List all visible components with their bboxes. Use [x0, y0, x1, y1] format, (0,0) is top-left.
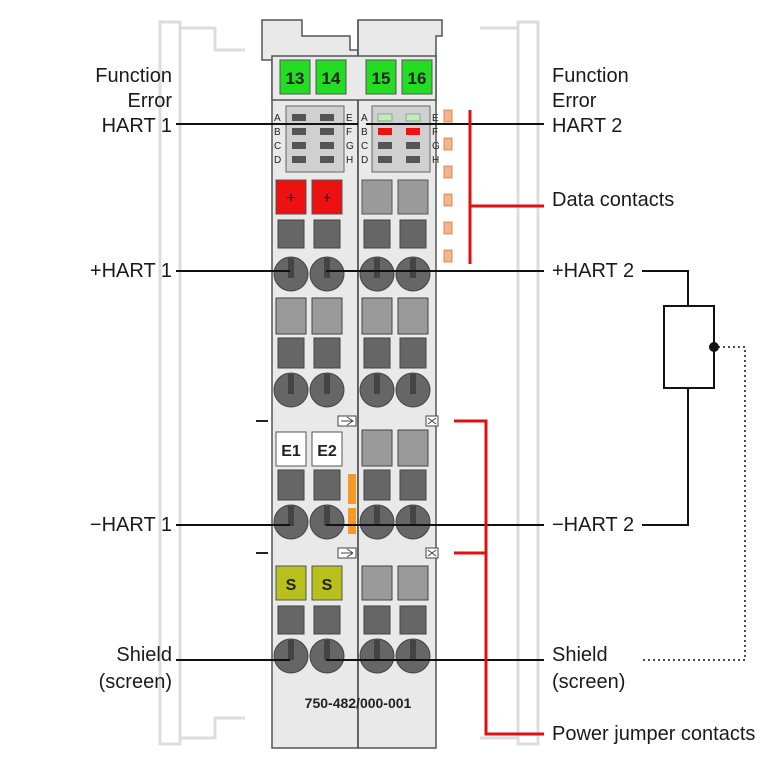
label-left-plus-hart1: +HART 1 — [89, 260, 172, 282]
label-left-error: Error — [127, 90, 172, 112]
shield-dotted-wire — [640, 346, 746, 661]
terminal-14-label: 14 — [322, 69, 341, 88]
svg-text:E: E — [432, 113, 439, 124]
label-left-function: Function — [95, 65, 172, 87]
shield-s-1: S — [286, 577, 297, 594]
power-jumper-bracket — [454, 419, 544, 736]
svg-text:G: G — [432, 141, 440, 152]
led-panel-left — [285, 105, 345, 173]
svg-text:B: B — [361, 127, 368, 138]
e1-label: E1 — [281, 443, 301, 460]
svg-text:C: C — [274, 141, 281, 152]
label-right-error: Error — [552, 90, 597, 112]
svg-text:A: A — [361, 113, 368, 124]
din-rail-outline — [158, 20, 540, 746]
shield-s-2: S — [322, 577, 333, 594]
led-panel-right — [371, 105, 431, 173]
plus-symbol-1: + — [286, 190, 295, 207]
svg-text:C: C — [361, 141, 368, 152]
clamp-slots — [288, 258, 416, 660]
terminal-16-label: 16 — [408, 69, 427, 88]
label-right-shield: Shield — [552, 644, 608, 666]
data-contacts — [443, 109, 453, 263]
label-right-minus-hart2: −HART 2 — [552, 514, 635, 536]
svg-text:F: F — [432, 127, 438, 138]
external-circuit — [642, 270, 719, 526]
callout-lines — [176, 123, 544, 661]
shield-terminals: S S — [275, 565, 343, 601]
power-jumper-strip — [256, 415, 439, 559]
label-right-function: Function — [552, 65, 629, 87]
terminal-15-label: 15 — [372, 69, 391, 88]
svg-text:H: H — [346, 155, 353, 166]
svg-text:A: A — [274, 113, 281, 124]
label-data-contacts: Data contacts — [552, 189, 675, 211]
terminal-number-boxes: 13 14 15 16 — [279, 59, 433, 95]
e2-label: E2 — [317, 443, 337, 460]
svg-text:H: H — [432, 155, 439, 166]
label-left-hart1: HART 1 — [101, 115, 172, 137]
label-left-minus-hart1: −HART 1 — [89, 514, 172, 536]
plus-symbol-2: + — [322, 190, 331, 207]
svg-text:E: E — [346, 113, 353, 124]
part-number: 750-482/000-001 — [305, 695, 412, 711]
terminal-15 — [365, 59, 397, 95]
data-contacts-bracket — [468, 110, 544, 264]
plus-terminals: + + — [275, 179, 429, 215]
label-right-hart2: HART 2 — [552, 115, 623, 137]
terminal-16 — [401, 59, 433, 95]
svg-text:D: D — [361, 155, 368, 166]
label-left-shield: Shield — [116, 644, 172, 666]
label-right-plus-hart2: +HART 2 — [552, 260, 635, 282]
terminal-14 — [315, 59, 347, 95]
terminal-13 — [279, 59, 311, 95]
svg-text:F: F — [346, 127, 352, 138]
svg-text:G: G — [346, 141, 354, 152]
terminal-13-label: 13 — [286, 69, 305, 88]
error-terminals: E1 E2 — [275, 431, 343, 467]
svg-text:B: B — [274, 127, 281, 138]
label-power-jumper-contacts: Power jumper contacts — [552, 723, 756, 745]
led-letters: A B C D E F G H A B C D E F G H — [274, 113, 440, 166]
svg-text:D: D — [274, 155, 281, 166]
label-right-screen: (screen) — [552, 671, 626, 693]
label-left-screen: (screen) — [98, 671, 172, 693]
